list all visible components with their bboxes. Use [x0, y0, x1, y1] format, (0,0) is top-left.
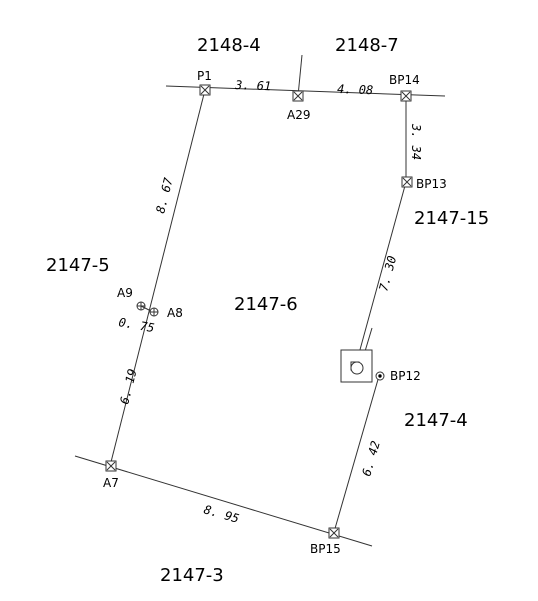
- distance-bp14-bp13: 3. 34: [409, 123, 423, 160]
- marker-bp12: [375, 371, 385, 381]
- distance-a9-p1: 8. 67: [153, 176, 176, 215]
- top-spur-line: [297, 54, 303, 97]
- label-a7: A7: [103, 476, 119, 490]
- marker-a8: [149, 307, 159, 317]
- label-bp12: BP12: [390, 369, 421, 383]
- label-a8: A8: [167, 306, 183, 320]
- lot-2147-5: 2147-5: [46, 255, 110, 276]
- distance-bp13-bp12: 7. 30: [376, 254, 399, 293]
- distance-bp15-a7: 8. 95: [202, 502, 241, 525]
- lot-2148-7: 2148-7: [335, 35, 399, 56]
- marker-bp15: [328, 527, 340, 539]
- label-p1: P1: [197, 69, 212, 83]
- lot-2147-4: 2147-4: [404, 410, 468, 431]
- top-road-line: [165, 85, 446, 97]
- distance-a7-a8: 6. 19: [117, 367, 139, 405]
- label-bp14: BP14: [389, 73, 420, 87]
- distance-a8-a9: 0. 75: [117, 315, 155, 335]
- marker-bp13: [401, 176, 413, 188]
- distance-bp12-bp15: 6. 42: [359, 439, 382, 478]
- structure-circle: [350, 361, 364, 375]
- label-bp13: BP13: [416, 177, 447, 191]
- east-boundary-lower-line: [333, 375, 380, 533]
- lot-2147-3: 2147-3: [160, 565, 224, 586]
- label-bp15: BP15: [310, 542, 341, 556]
- distance-p1-a29: 3. 61: [234, 78, 272, 93]
- lot-2147-6: 2147-6: [234, 294, 298, 315]
- distance-a29-bp14: 4. 08: [337, 82, 374, 97]
- east-boundary-middle-line: [354, 181, 407, 369]
- marker-bp14: [400, 90, 412, 102]
- marker-p1: [199, 84, 211, 96]
- marker-a7: [105, 460, 117, 472]
- marker-a29: [292, 90, 304, 102]
- label-a9: A9: [117, 286, 133, 300]
- lot-2147-15: 2147-15: [414, 208, 489, 229]
- lot-2148-4: 2148-4: [197, 35, 261, 56]
- bottom-boundary-line: [74, 455, 373, 547]
- west-boundary-line: [109, 89, 206, 467]
- label-a29: A29: [287, 108, 310, 122]
